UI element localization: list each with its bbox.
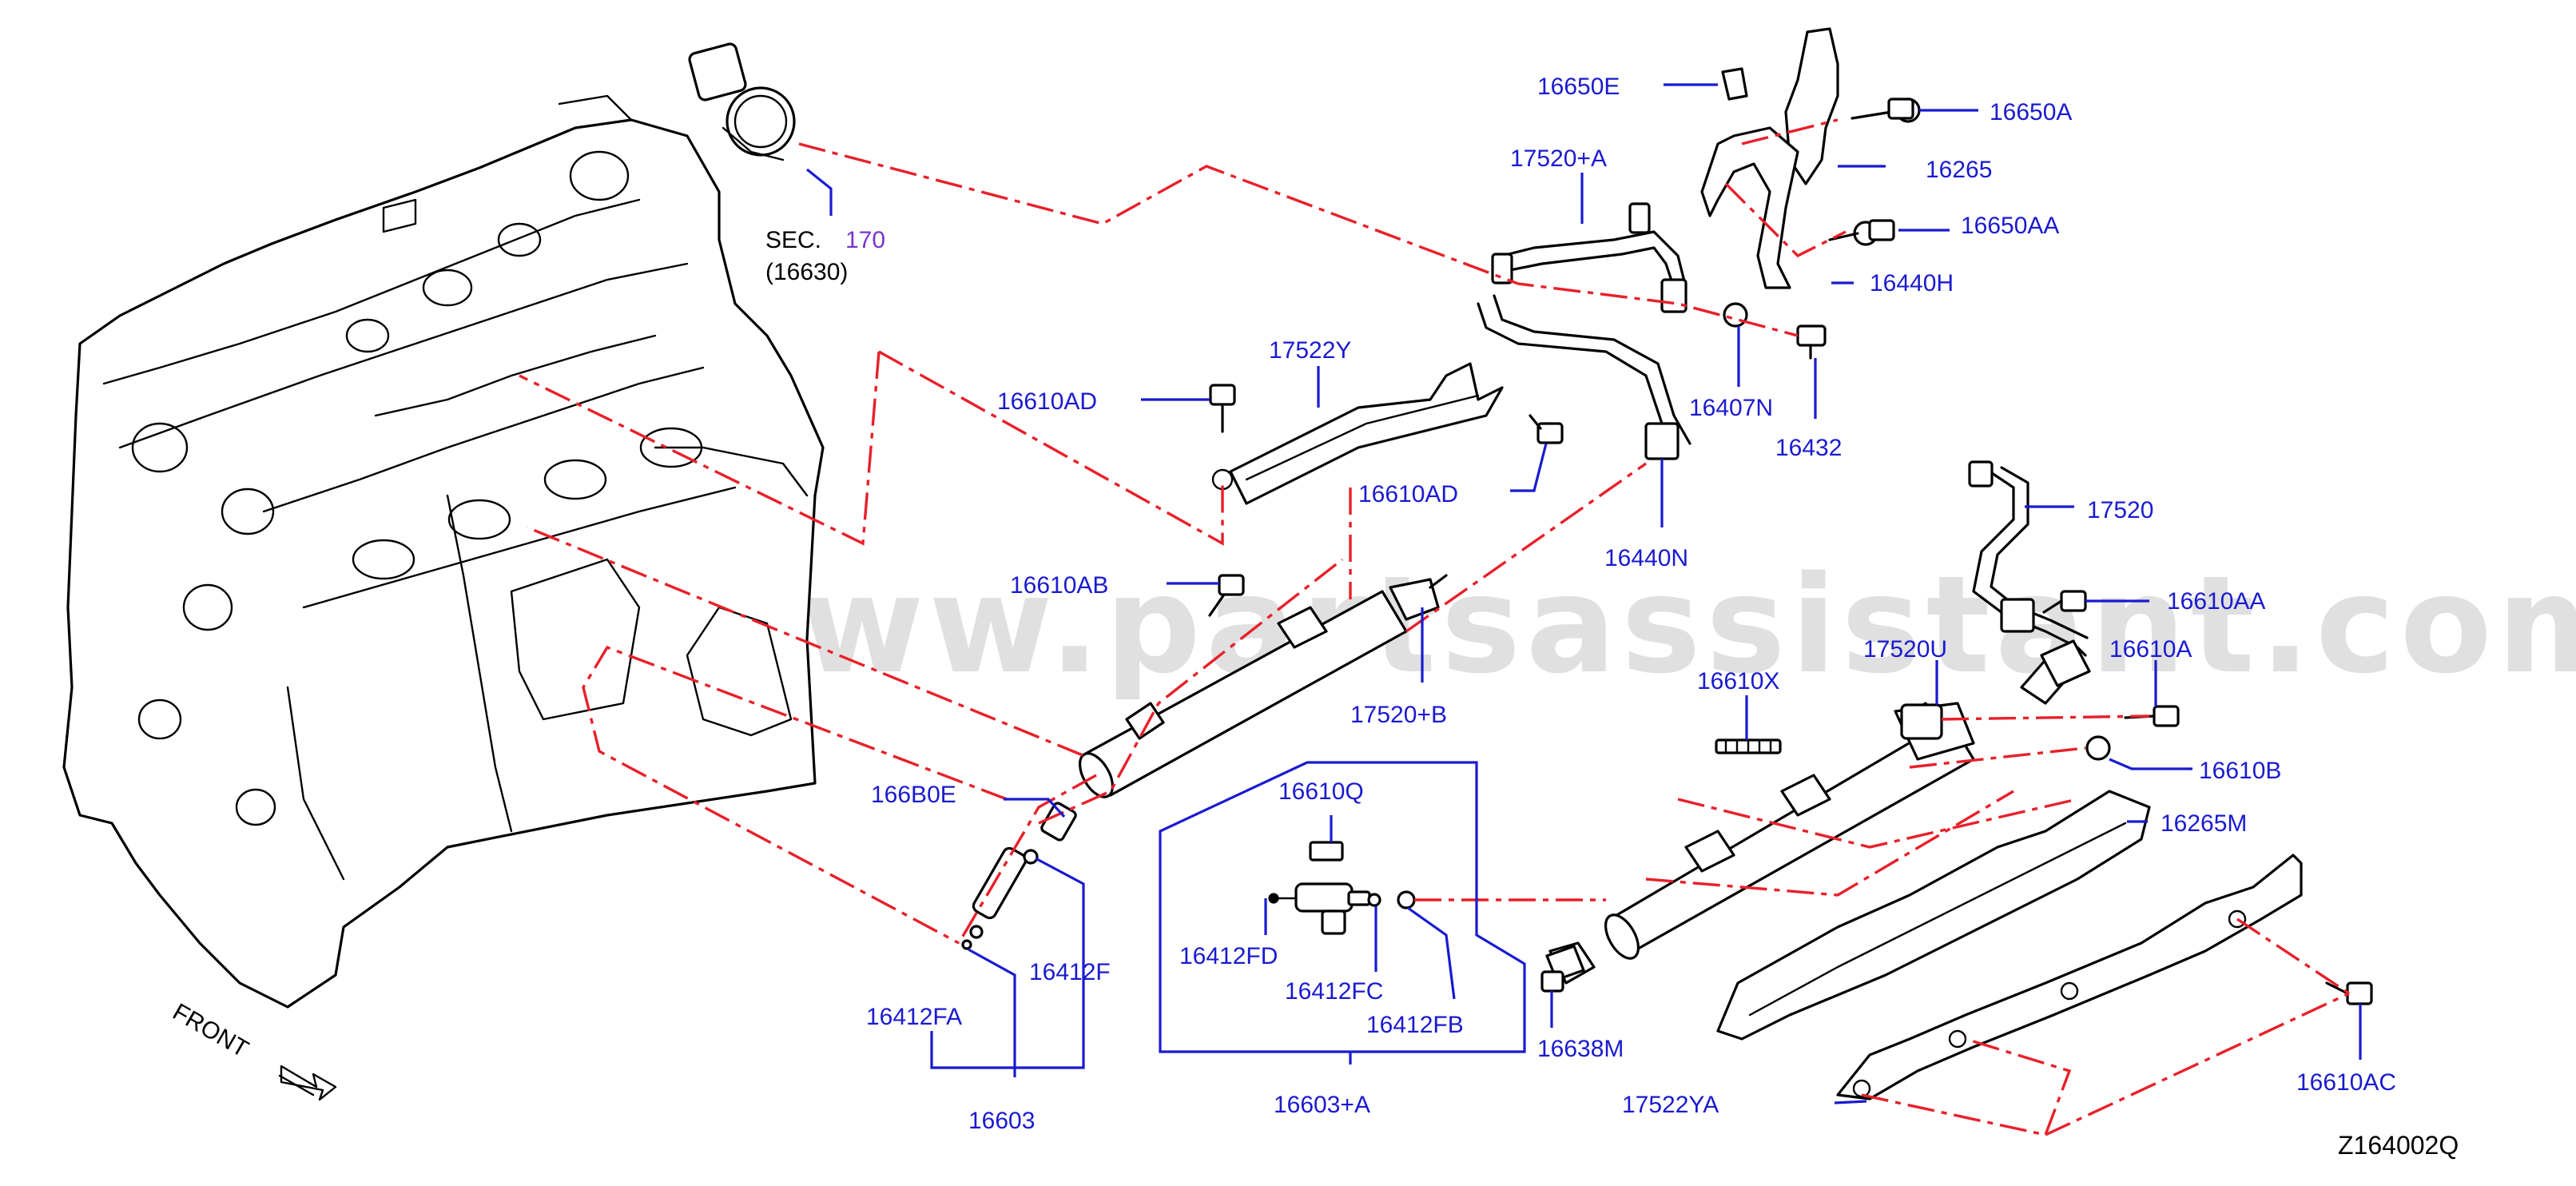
bolt-16650A — [1887, 98, 1914, 120]
bolt-16610AB — [1208, 574, 1245, 617]
label-17522Y: 17522Y — [1269, 337, 1351, 364]
leader-lines — [806, 83, 2362, 1104]
diagram-code: Z164002Q — [2338, 1131, 2459, 1160]
label-16265M: 16265M — [2161, 810, 2247, 837]
label-16650AA: 16650AA — [1961, 213, 2059, 239]
injector-16603 — [961, 802, 1077, 950]
front-arrow-icon — [278, 1065, 337, 1101]
label-16610AA: 16610AA — [2167, 588, 2265, 615]
protector-17522Y — [1211, 362, 1504, 505]
fitting-17520U — [1900, 703, 1943, 740]
watermark: www.partsassistant.com — [671, 547, 2576, 703]
front-label: FRONT — [169, 998, 253, 1062]
label-16412FA: 16412FA — [866, 1004, 962, 1030]
label-16610AC: 16610AC — [2296, 1069, 2396, 1096]
label-16610AB: 16610AB — [1010, 572, 1108, 599]
label-17520: 17520 — [2087, 497, 2153, 523]
label-16638M: 16638M — [1537, 1036, 1624, 1062]
engine-block — [62, 94, 825, 1009]
label-16603: 16603 — [968, 1108, 1035, 1134]
section-subref: (16630) — [765, 259, 848, 285]
label-16412FD: 16412FD — [1179, 943, 1278, 969]
pressure-sensor-16638M — [1540, 945, 1585, 993]
label-16412FB: 16412FB — [1366, 1012, 1464, 1038]
label-16432: 16432 — [1775, 435, 1842, 461]
label-16610Q: 16610Q — [1278, 778, 1364, 805]
stud-16610X — [1715, 738, 1782, 754]
label-16610AD-upper: 16610AD — [997, 388, 1097, 415]
label-16610X: 16610X — [1697, 668, 1779, 694]
bolt-16610AD-lower — [1529, 414, 1564, 444]
insulator-16265M — [1716, 790, 2151, 1041]
bolt-16432 — [1796, 324, 1827, 360]
section-prefix: SEC. — [765, 227, 821, 253]
label-17520U: 17520U — [1863, 636, 1947, 663]
label-16407N: 16407N — [1689, 395, 1773, 421]
high-pressure-pump — [688, 42, 796, 161]
label-16412FC: 16412FC — [1285, 978, 1383, 1005]
label-16603A: 16603+A — [1274, 1092, 1370, 1118]
fuel-tube-17520A — [1477, 202, 1691, 460]
label-17520A: 17520+A — [1510, 145, 1607, 172]
fuel-rail-right — [1548, 654, 2075, 985]
label-16265: 16265 — [1926, 157, 1992, 183]
label-16610A: 16610A — [2109, 636, 2192, 663]
label-16440N: 16440N — [1604, 545, 1688, 571]
label-17522YA: 17522YA — [1622, 1092, 1719, 1118]
part-labels: 16650E 16650A 17520+A 16265 16650AA 1644… — [169, 74, 2459, 1160]
washer-16610B — [2085, 735, 2111, 761]
label-16610AD-lower: 16610AD — [1358, 481, 1458, 507]
injector-16603A — [1268, 841, 1416, 935]
label-16412F: 16412F — [1029, 959, 1111, 985]
section-number: 170 — [845, 227, 885, 253]
label-166B0E: 166B0E — [871, 782, 956, 808]
centerlines — [519, 118, 2350, 1136]
label-16650A: 16650A — [1990, 99, 2072, 125]
label-16440H: 16440H — [1870, 270, 1954, 296]
fuel-tube-17520 — [1968, 460, 2091, 687]
bolt-16610AD-upper — [1209, 384, 1236, 433]
label-16650E: 16650E — [1537, 74, 1620, 100]
label-17520B: 17520+B — [1350, 702, 1447, 728]
clamp-16407N — [1723, 302, 1748, 328]
protector-17522YA — [1836, 854, 2303, 1100]
label-16610B: 16610B — [2199, 758, 2281, 784]
bolt-16650AA — [1868, 219, 1895, 241]
